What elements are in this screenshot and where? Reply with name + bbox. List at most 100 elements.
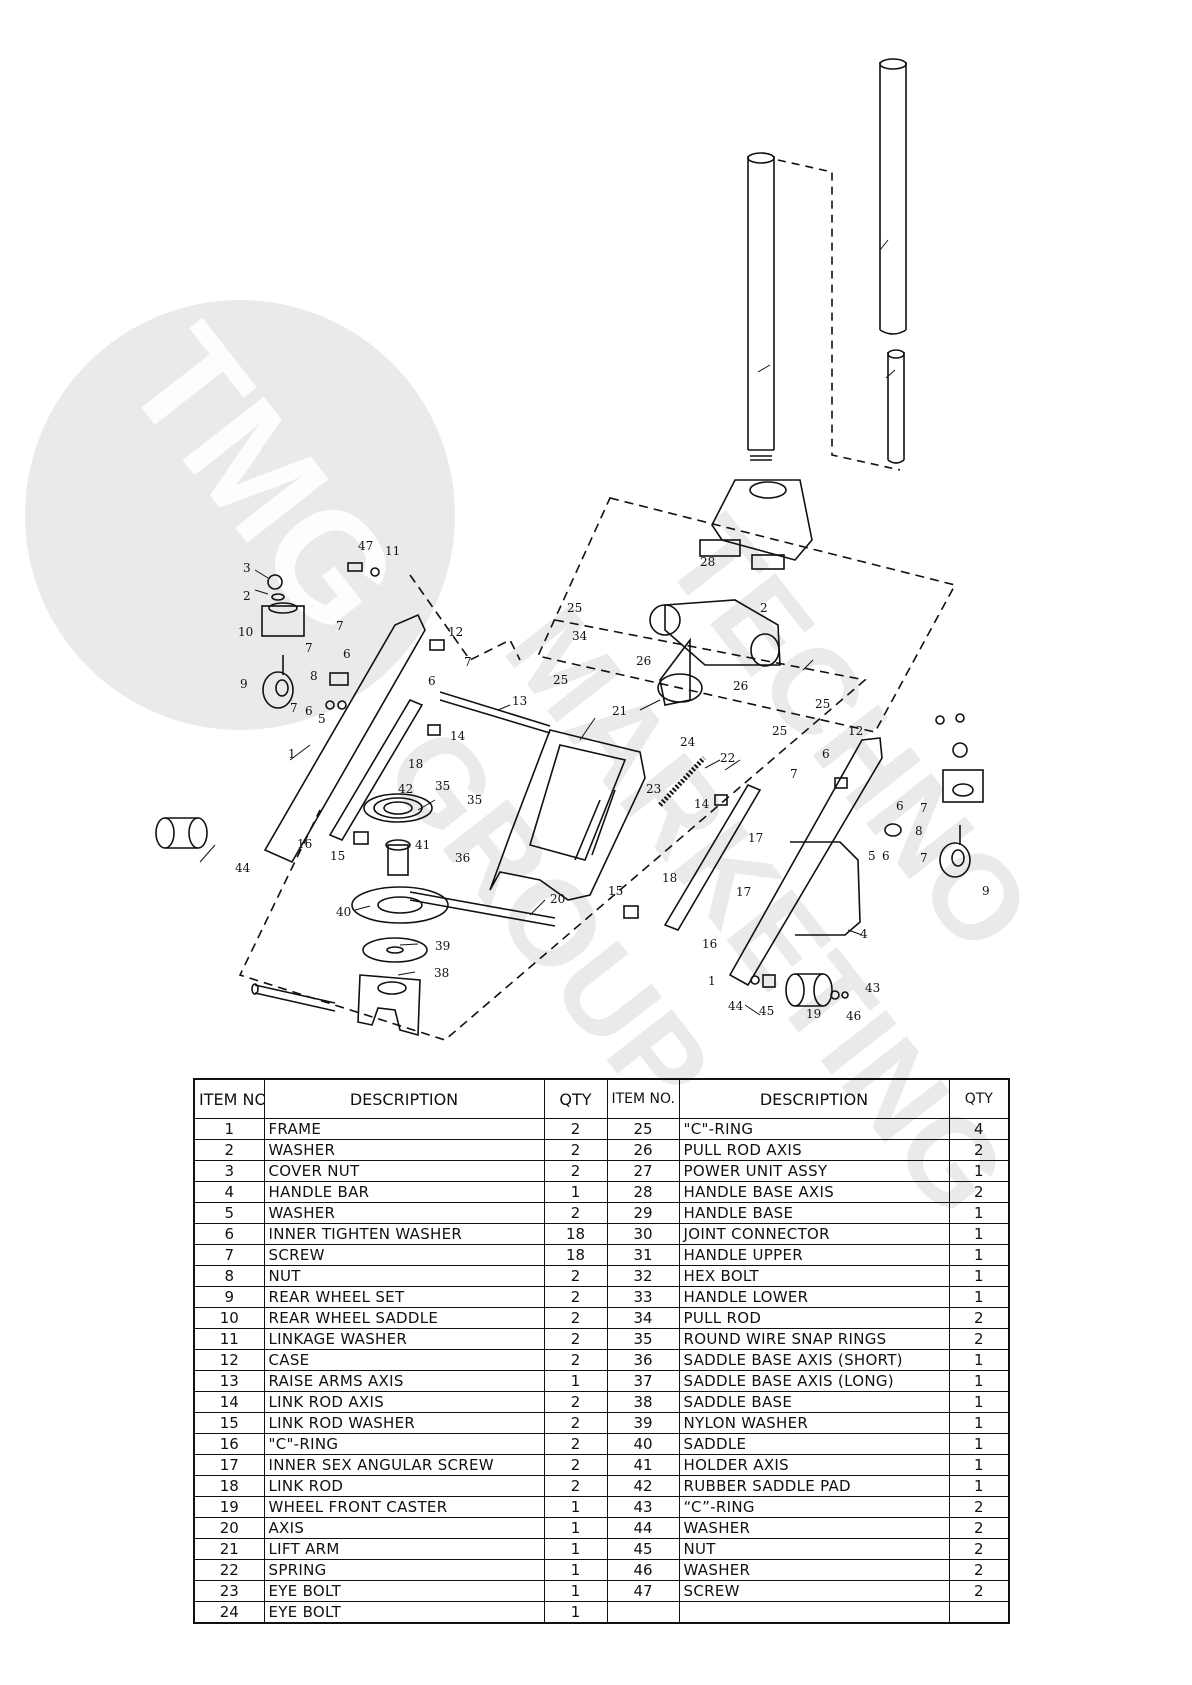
callout-15: 15: [330, 849, 345, 863]
callout-7: 7: [464, 655, 472, 669]
dash-outline-upper: [536, 497, 957, 733]
cell-qty: 2: [543, 1286, 608, 1308]
cell-item-no: 9: [193, 1286, 265, 1308]
cell-description: PULL ROD: [678, 1307, 950, 1329]
cell-qty: 1: [948, 1286, 1010, 1308]
cell-item-no: 3: [193, 1160, 265, 1182]
callout-26: 26: [733, 679, 748, 693]
callout-6: 6: [822, 747, 830, 761]
callout-21: 21: [612, 704, 627, 718]
cell-description: HANDLE BASE: [678, 1202, 950, 1224]
callout-13: 13: [512, 694, 527, 708]
cell-description: PULL ROD AXIS: [678, 1139, 950, 1161]
cell-item-no: 36: [606, 1349, 680, 1371]
header-item-no-2: ITEM NO.: [606, 1078, 680, 1119]
callout-43: 43: [865, 981, 880, 995]
cell-item-no: 2: [193, 1139, 265, 1161]
cell-qty: 2: [543, 1412, 608, 1434]
cell-item-no: 17: [193, 1454, 265, 1476]
callout-6: 6: [343, 647, 351, 661]
cell-qty: 2: [543, 1475, 608, 1497]
cell-qty: 2: [543, 1202, 608, 1224]
cell-qty: 1: [948, 1160, 1010, 1182]
cell-item-no: 45: [606, 1538, 680, 1560]
cell-qty: 1: [543, 1601, 608, 1624]
holder-axis: [385, 839, 411, 876]
cell-description: CASE: [263, 1349, 545, 1371]
cell-item-no: 33: [606, 1286, 680, 1308]
cell-description: HOLDER AXIS: [678, 1454, 950, 1476]
callout-6: 6: [428, 674, 436, 688]
parts-table: ITEM NO. DESCRIPTION QTY ITEM NO. DESCRI…: [193, 1078, 1010, 1624]
cell-description: HANDLE LOWER: [678, 1286, 950, 1308]
cell-description: HEX BOLT: [678, 1265, 950, 1287]
cell-item-no: 46: [606, 1559, 680, 1581]
cell-description: HANDLE BASE AXIS: [678, 1181, 950, 1203]
cell-description: REAR WHEEL SADDLE: [263, 1307, 545, 1329]
callout-35: 35: [467, 793, 482, 807]
cell-item-no: 38: [606, 1391, 680, 1413]
cell-qty: 2: [543, 1349, 608, 1371]
cell-description: WHEEL FRONT CASTER: [263, 1496, 545, 1518]
cell-item-no: 42: [606, 1475, 680, 1497]
callout-25: 25: [567, 601, 582, 615]
cell-item-no: 12: [193, 1349, 265, 1371]
cell-qty: 18: [543, 1223, 608, 1245]
cell-qty: 1: [543, 1496, 608, 1518]
cell-item-no: 26: [606, 1139, 680, 1161]
cell-description: SCREW: [263, 1244, 545, 1266]
callout-1: 1: [288, 747, 296, 761]
cell-description: [678, 1601, 950, 1624]
cell-item-no: 4: [193, 1181, 265, 1203]
callout-8: 8: [310, 669, 318, 683]
cell-qty: 1: [543, 1538, 608, 1560]
cell-qty: 2: [948, 1181, 1010, 1203]
cell-item-no: 10: [193, 1307, 265, 1329]
header-qty-2: QTY: [948, 1078, 1010, 1119]
callout-22: 22: [720, 751, 735, 765]
callout-labels: 1122345566666677777778899101112121314141…: [235, 539, 990, 1023]
callout-38: 38: [434, 966, 449, 980]
callout-34: 34: [572, 629, 588, 643]
callout-2: 2: [243, 589, 251, 603]
callout-5: 5: [868, 849, 876, 863]
cell-qty: 1: [948, 1370, 1010, 1392]
front-wheel-left: [155, 817, 208, 849]
cell-description: SCREW: [678, 1580, 950, 1602]
power-unit: [649, 599, 781, 706]
cell-qty: 2: [543, 1328, 608, 1350]
handle-upper-tube: [879, 58, 907, 335]
cell-description: WASHER: [678, 1559, 950, 1581]
cell-qty: 1: [948, 1433, 1010, 1455]
cell-qty: 1: [948, 1454, 1010, 1476]
callout-35: 35: [435, 779, 450, 793]
cell-item-no: 29: [606, 1202, 680, 1224]
cell-description: FRAME: [263, 1118, 545, 1140]
cell-item-no: 5: [193, 1202, 265, 1224]
cell-description: RUBBER SADDLE PAD: [678, 1475, 950, 1497]
cell-qty: [948, 1601, 1010, 1624]
cell-description: LINK ROD WASHER: [263, 1412, 545, 1434]
callout-4: 4: [860, 927, 868, 941]
frame-left: [263, 613, 426, 864]
cell-item-no: 25: [606, 1118, 680, 1140]
cell-qty: 2: [543, 1160, 608, 1182]
cell-qty: 1: [948, 1223, 1010, 1245]
callout-25: 25: [553, 673, 568, 687]
cell-description: WASHER: [263, 1139, 545, 1161]
cell-description: LINK ROD AXIS: [263, 1391, 545, 1413]
cell-item-no: 11: [193, 1328, 265, 1350]
saddle: [351, 886, 449, 924]
cell-qty: 2: [543, 1454, 608, 1476]
